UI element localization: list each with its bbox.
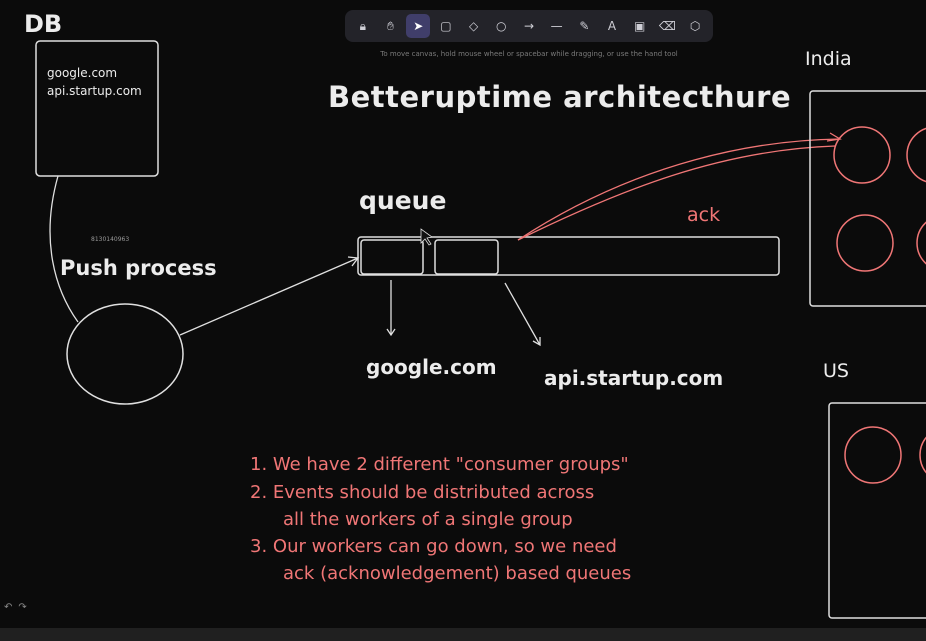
queue-out-arrow-2 [504, 282, 541, 346]
region-us-label: US [823, 360, 849, 382]
queue-label: queue [359, 186, 447, 215]
undo-redo-controls: ↶ ↷ [0, 596, 44, 618]
text-tool-icon[interactable]: A [607, 19, 617, 33]
india-worker-4 [916, 221, 926, 265]
note-line-4: 3. Our workers can go down, so we need [250, 536, 617, 557]
bottom-bar [0, 628, 926, 641]
db-label: DB [24, 10, 63, 38]
redo-icon[interactable]: ↷ [18, 601, 27, 613]
note-line-5: ack (acknowledgement) based queues [283, 563, 632, 584]
note-line-2: 2. Events should be distributed across [250, 482, 595, 503]
india-region-box [809, 90, 926, 307]
us-worker-2 [919, 436, 926, 474]
eraser-tool-icon[interactable]: ⌫ [658, 19, 676, 33]
db-to-push-line [49, 175, 79, 323]
ellipse-tool-icon[interactable]: ○ [496, 19, 507, 33]
draw-tool-icon[interactable]: ✎ [579, 19, 590, 33]
mouse-cursor-icon [420, 228, 433, 246]
region-india-label: India [805, 48, 852, 70]
canvas-hint: To move canvas, hold mouse wheel or spac… [380, 50, 678, 58]
ack-label: ack [687, 204, 721, 226]
excalidraw-toolbar: 🔒︎ ✋︎ ➤ ▢ ◇ ○ → — ✎ A ▣ ⌫ ⬡ [345, 10, 713, 42]
push-process-circle [66, 303, 184, 405]
db-item-2: api.startup.com [47, 84, 142, 98]
hand-tool-icon[interactable]: ✋︎ [387, 18, 394, 33]
note-line-3: all the workers of a single group [283, 509, 573, 530]
image-tool-icon[interactable]: ▣ [634, 19, 646, 33]
arrow-tool-icon[interactable]: → [523, 19, 534, 33]
india-worker-3 [836, 214, 894, 272]
ack-arrow-1 [517, 145, 836, 241]
us-region-box [828, 402, 926, 619]
db-item-1: google.com [47, 66, 118, 80]
ack-arrow-2 [517, 138, 841, 241]
india-worker-1 [833, 126, 891, 184]
line-tool-icon[interactable]: — [550, 19, 563, 33]
note-line-1: 1. We have 2 different "consumer groups" [250, 454, 629, 475]
rectangle-tool-icon[interactable]: ▢ [440, 19, 452, 33]
push-process-label: Push process [60, 256, 217, 280]
push-to-queue-arrow [179, 257, 359, 336]
lock-tool-icon[interactable]: 🔒︎ [359, 18, 367, 33]
small-id-text: 8130140963 [91, 236, 130, 243]
queue-slot-1 [360, 239, 424, 275]
selection-tool-icon[interactable]: ➤ [406, 14, 431, 38]
queue-bar [357, 236, 780, 276]
diamond-tool-icon[interactable]: ◇ [468, 19, 479, 33]
queue-slot-2 [434, 239, 499, 275]
queue-output-google: google.com [366, 355, 497, 379]
india-worker-2 [906, 127, 926, 183]
more-tool-icon[interactable]: ⬡ [689, 19, 701, 33]
diagram-title: Betteruptime architecthure [328, 80, 792, 114]
queue-output-api: api.startup.com [544, 366, 724, 390]
db-box [35, 40, 159, 177]
undo-icon[interactable]: ↶ [4, 601, 13, 613]
us-worker-1 [844, 426, 902, 484]
